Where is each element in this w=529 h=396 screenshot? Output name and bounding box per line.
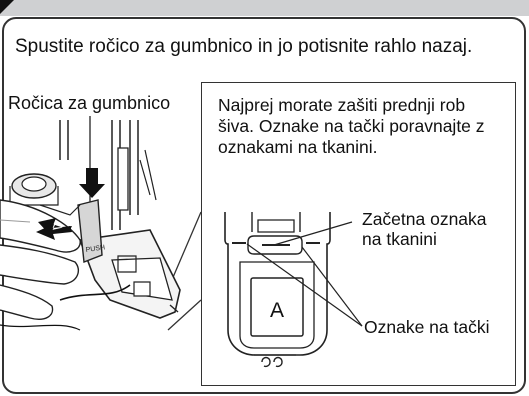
corner-marker	[0, 0, 14, 14]
fabric-mark-label: Začetna oznaka na tkanini	[362, 209, 487, 249]
callout-description: Najprej morate zašiti prednji rob šiva. …	[218, 95, 485, 157]
foot-marks-label: Oznake na tački	[364, 317, 490, 337]
foot-letter: A	[270, 299, 284, 322]
fabric-mark-label-line1: Začetna oznaka	[362, 209, 487, 229]
push-label: PUSH	[85, 244, 105, 254]
fabric-mark-label-line2: na tkanini	[362, 229, 437, 249]
buttonhole-lever-label: Ročica za gumbnico	[8, 93, 171, 113]
top-band	[0, 0, 529, 16]
instruction-text: Spustite ročico za gumbnico in jo potisn…	[15, 36, 473, 57]
